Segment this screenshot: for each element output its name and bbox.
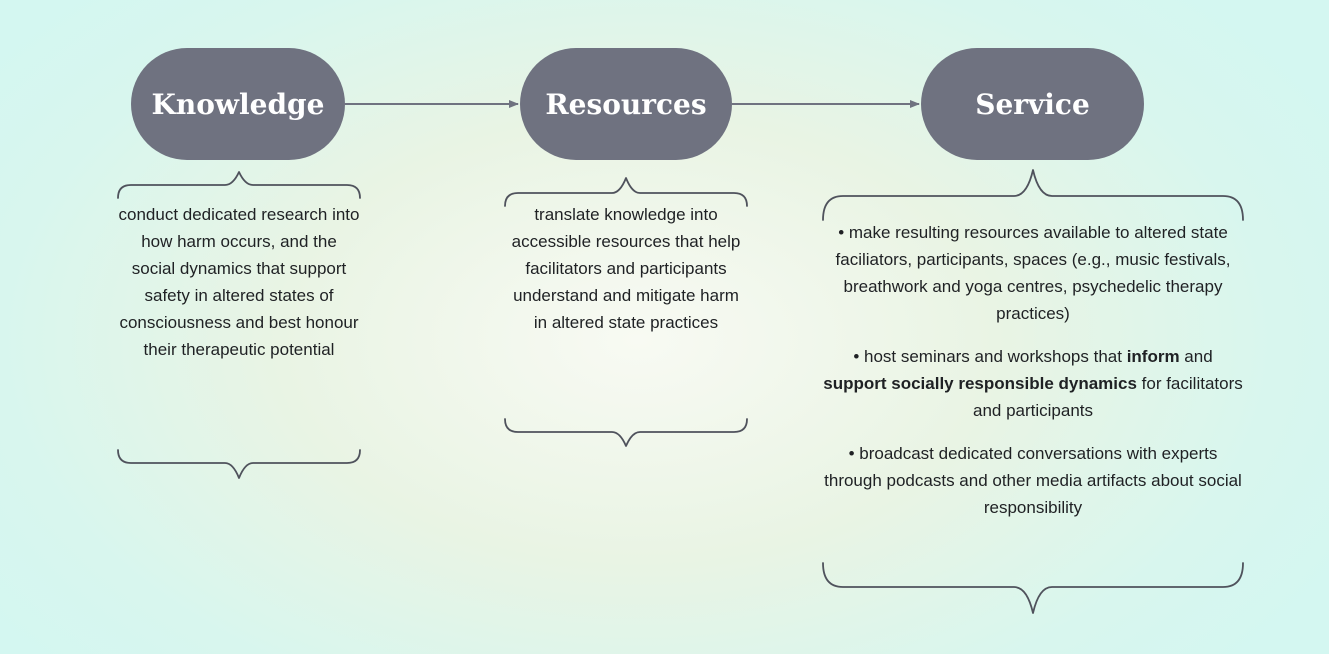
node-service: Service — [921, 48, 1144, 160]
resources-description: translate knowledge into accessible reso… — [511, 205, 741, 332]
service-item-resources: • make resulting resources available to … — [835, 223, 1231, 323]
service-description: • make resulting resources available to … — [822, 219, 1244, 521]
brace-knowledge-top — [117, 171, 361, 199]
node-knowledge-label: Knowledge — [151, 87, 325, 121]
brace-resources-bottom — [504, 418, 748, 447]
brace-service-top — [822, 169, 1244, 221]
service-item-seminars-bold-inform: inform — [1126, 347, 1180, 366]
node-resources-label: Resources — [545, 87, 707, 121]
knowledge-description: conduct dedicated research into how harm… — [118, 205, 360, 359]
node-knowledge: Knowledge — [131, 48, 345, 160]
service-item-broadcast: • broadcast dedicated conversations with… — [824, 444, 1242, 517]
service-item-seminars-prefix: • host seminars and workshops that — [853, 347, 1127, 366]
node-resources: Resources — [520, 48, 732, 160]
node-service-label: Service — [975, 87, 1090, 121]
service-item-seminars-suffix: for facilitators and participants — [972, 374, 1243, 420]
service-item-seminars-bold-support: support socially responsible dynamics — [823, 374, 1137, 393]
brace-knowledge-bottom — [117, 449, 361, 479]
service-item-seminars-mid: and — [1179, 347, 1213, 366]
brace-resources-top — [504, 177, 748, 207]
service-item-seminars: • host seminars and workshops that infor… — [822, 343, 1244, 424]
brace-service-bottom — [822, 562, 1244, 614]
